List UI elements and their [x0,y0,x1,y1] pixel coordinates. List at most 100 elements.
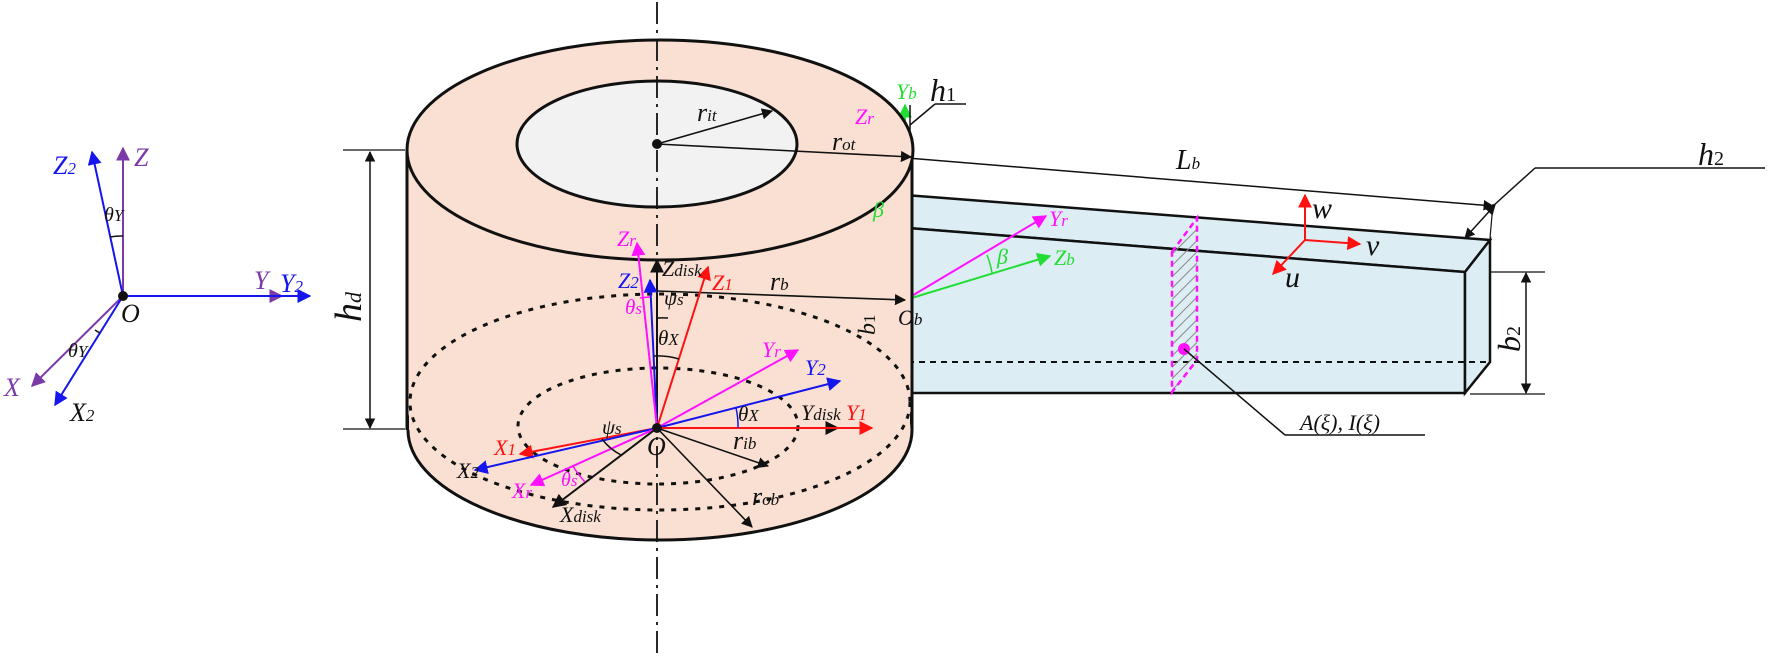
x2-label: X [69,398,87,427]
yr-axis-disk [656,349,800,429]
y2-label-sub: 2 [294,277,303,296]
svg-text:w: w [1312,192,1332,225]
theta-s-arc [639,296,651,299]
x1-label: X [493,435,509,460]
svg-text:rot: rot [832,127,857,156]
svg-text:θX: θX [738,402,759,426]
z2-label: Z [53,151,68,180]
u-axis [1272,239,1306,276]
section-label: A(ξ), I(ξ) [1298,410,1380,435]
h2-sub: 2 [1714,148,1724,170]
svg-text:O: O [647,432,666,461]
svg-text:A(ξ), I(ξ): A(ξ), I(ξ) [1298,410,1380,435]
origin-point [118,291,128,301]
theta-x-arc-right [735,407,739,429]
h2-label: h [1698,136,1714,172]
disk-origin-point [652,423,662,433]
r-it-label: r [697,98,708,127]
z2-disk-sub: 2 [630,273,639,292]
h1-sub: 1 [946,84,956,106]
v-label: v [1366,229,1380,262]
r-it-sub: it [707,106,718,125]
psi-s-top-label: ψ [664,286,678,310]
z1-sub: 1 [724,275,733,294]
zr-blade-sub: r [867,109,874,128]
b2-sub: 2 [1503,326,1525,336]
blade-end-face [1463,236,1492,397]
x2-disk-label: X [456,458,472,483]
r-ib-line [656,427,770,469]
y2-disk-label: Y [805,355,820,380]
theta-x-right-sub: X [747,406,759,425]
disk [343,2,915,655]
ydisk-label: Y [801,400,816,425]
r-ob-line [656,427,753,528]
svg-text:X2: X2 [69,398,95,427]
ydisk-sub: disk [813,405,841,424]
svg-text:θY: θY [68,340,89,362]
theta-x-top-sub: X [667,330,679,349]
svg-text:β: β [996,244,1008,269]
lb-label: L [1175,145,1192,176]
svg-text:β: β [872,197,884,222]
psi-s-arc-left [601,438,622,456]
zr-disk-label: Z [617,226,630,251]
svg-text:θs: θs [625,295,642,319]
svg-text:hd: hd [328,291,370,322]
svg-text:Lb: Lb [1175,145,1200,176]
svg-text:b2: b2 [1491,326,1527,352]
ob-label: O [898,305,914,330]
disk-origin-label: O [647,432,666,461]
hd-label: h [328,303,370,322]
y2-axis-disk [656,377,842,429]
svg-text:Ob: Ob [898,305,922,330]
v-axis [1304,236,1362,251]
hd-sub: d [341,291,366,303]
svg-text:rob: rob [752,482,779,511]
r-b-line [656,290,907,306]
svg-text:Y1: Y1 [846,400,867,425]
r-it-line [656,108,774,145]
psi-s-left-label: ψ [602,415,616,439]
lb-sub: b [1192,154,1201,173]
disk-bottom-inner-hidden [516,366,800,486]
section-leader [1183,348,1286,436]
xdisk-axis [551,427,658,508]
svg-text:θY: θY [104,204,125,226]
r-b-label: r [770,267,781,296]
ob-sub: b [914,310,923,329]
svg-text:X1: X1 [493,435,516,460]
blade [859,103,1765,436]
h2-dim-line [1464,204,1496,239]
svg-text:Yr: Yr [762,337,781,362]
svg-text:Z2: Z2 [53,151,76,180]
svg-text:u: u [1285,261,1300,294]
svg-text:b1: b1 [855,315,881,336]
x1-sub: 1 [507,440,516,459]
zb-sub: b [1066,250,1075,269]
svg-text:h1: h1 [930,72,956,108]
w-label: w [1312,192,1332,225]
svg-text:Zb: Zb [1054,245,1075,270]
svg-text:Ydisk: Ydisk [801,400,841,425]
r-ot-label: r [832,127,843,156]
z2-axis-disk [643,278,658,429]
r-ob-sub: ob [762,490,779,509]
svg-text:Z: Z [134,143,149,172]
x2-label-sub: 2 [86,406,95,425]
zr-axis-disk [631,241,658,429]
r-ot-line [656,143,913,163]
zdisk-label: Z [662,256,675,281]
yb-sub: b [908,84,917,103]
svg-text:Z2: Z2 [618,268,639,293]
svg-text:X: X [3,373,21,402]
svg-text:ψs: ψs [664,286,684,310]
h1-label: h [930,72,946,108]
psi-s-top-sub: s [677,290,684,309]
z1-label: Z [712,270,725,295]
zr-blade-label: Z [855,104,868,129]
svg-text:rit: rit [697,98,718,127]
zb-label: Z [1054,245,1067,270]
zdisk-sub: disk [674,261,702,280]
